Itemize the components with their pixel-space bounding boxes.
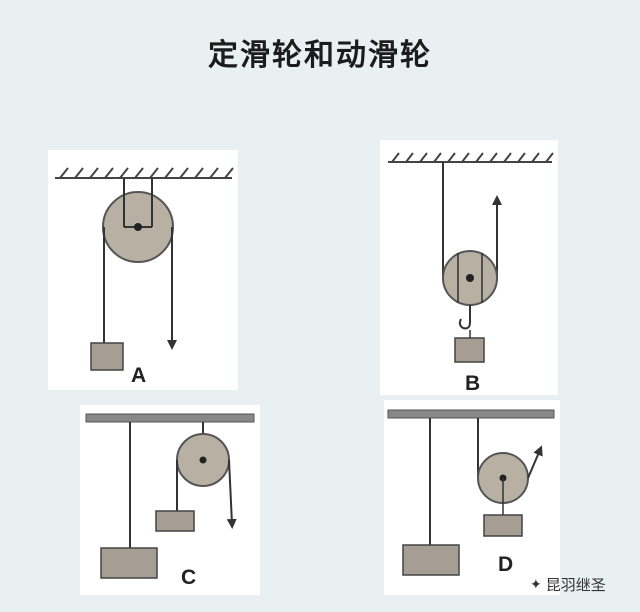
weight-d-large (402, 544, 460, 576)
diagram-c (85, 413, 255, 579)
rope-c-right (226, 459, 237, 529)
pulley-axle-b (466, 274, 474, 282)
diagram-d (387, 409, 555, 576)
hook-b (458, 305, 471, 330)
beam-c (85, 413, 255, 423)
ceiling-b (388, 152, 554, 163)
weight-b (454, 337, 485, 363)
diagram-a (55, 167, 234, 371)
weight-d-small (483, 514, 523, 537)
watermark-text: 昆羽继圣 (545, 576, 606, 594)
page-title: 定滑轮和动滑轮 (208, 38, 432, 73)
wechat-icon: ✦ (530, 576, 542, 593)
pulley-axle-c (199, 456, 207, 464)
weight-a (90, 342, 124, 371)
label-b: B (465, 372, 481, 395)
label-d: D (498, 553, 514, 576)
ceiling-a (55, 167, 234, 179)
weight-c-small (155, 510, 195, 532)
beam-d (387, 409, 555, 419)
watermark: ✦ 昆羽继圣 (530, 574, 606, 595)
rope-d-right (527, 445, 543, 479)
label-a: A (131, 364, 147, 387)
pulley-axle-a (134, 223, 142, 231)
diagram-b (388, 152, 554, 363)
label-c: C (181, 566, 197, 589)
weight-c-large (100, 547, 158, 579)
panel-a (48, 150, 238, 390)
